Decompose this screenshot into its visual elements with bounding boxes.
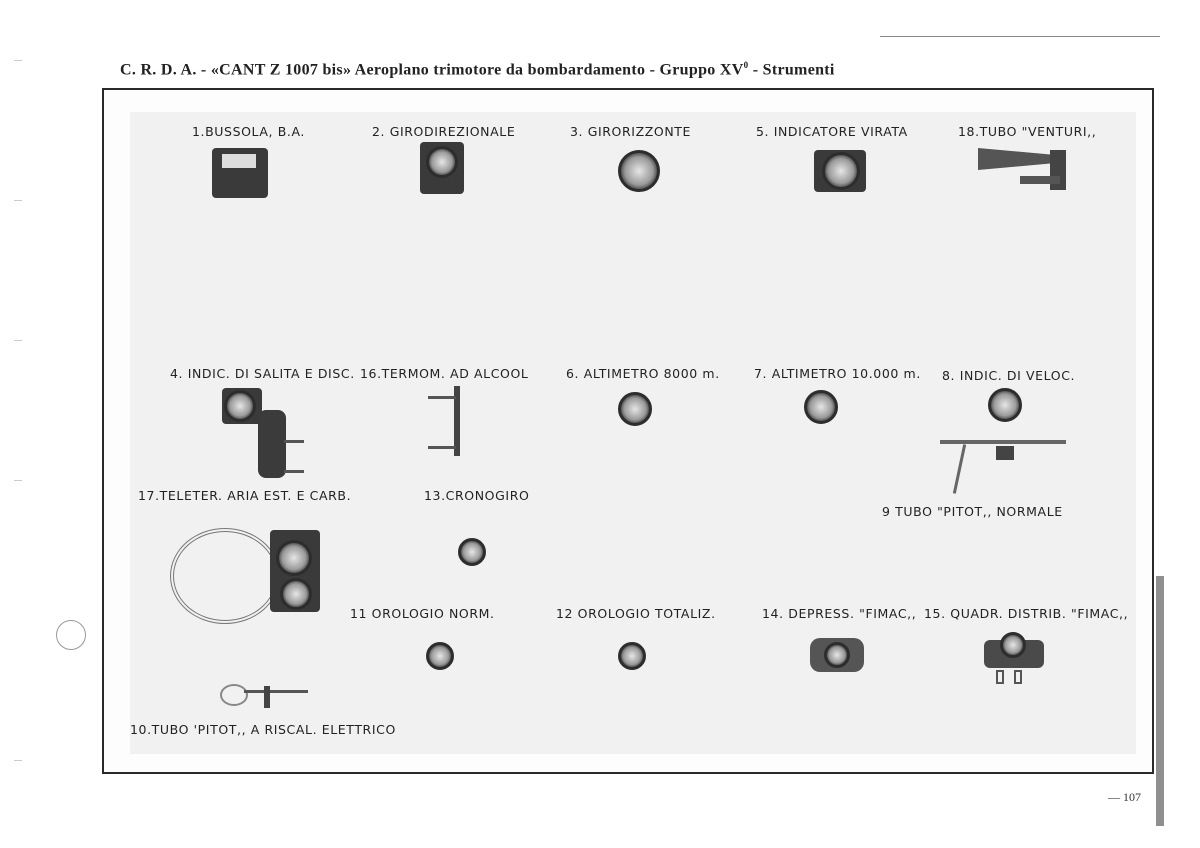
cronogiro-illustration bbox=[458, 538, 486, 566]
page-number: — 107 bbox=[1108, 790, 1141, 804]
scan-tick bbox=[14, 480, 22, 481]
caption-indic-veloc: 8. INDIC. DI VELOC. bbox=[942, 368, 1076, 383]
orologio-totaliz-illustration bbox=[618, 642, 646, 670]
scan-tick bbox=[14, 760, 22, 761]
header-title: C. R. D. A. - «CANT Z 1007 bis» Aeroplan… bbox=[120, 61, 744, 79]
caption-quadr-distrib: 15. QUADR. DISTRIB. "FIMAC,, bbox=[924, 606, 1129, 621]
caption-indic-salita: 4. INDIC. DI SALITA E DISC. bbox=[170, 366, 355, 381]
caption-depress-fimac: 14. DEPRESS. "FIMAC,, bbox=[762, 606, 917, 621]
caption-teleter: 17.TELETER. ARIA EST. E CARB. bbox=[138, 488, 352, 503]
scan-edge-shadow bbox=[1156, 576, 1164, 826]
caption-orologio-totaliz: 12 OROLOGIO TOTALIZ. bbox=[556, 606, 716, 621]
caption-tubo-venturi: 18.TUBO "VENTURI,, bbox=[958, 124, 1097, 139]
top-rule bbox=[880, 36, 1160, 37]
caption-termometro: 16.TERMOM. AD ALCOOL bbox=[360, 366, 529, 381]
caption-pitot-riscaldato: 10.TUBO 'PITOT,, A RISCAL. ELETTRICO bbox=[130, 722, 396, 737]
header-superscript: 0 bbox=[743, 60, 749, 70]
caption-orologio-norm: 11 OROLOGIO NORM. bbox=[350, 606, 495, 621]
caption-girodirezionale: 2. GIRODIREZIONALE bbox=[372, 124, 516, 139]
caption-altimetro-10000: 7. ALTIMETRO 10.000 m. bbox=[754, 366, 921, 381]
scan-tick bbox=[14, 340, 22, 341]
header-title-tail: - Strumenti bbox=[748, 61, 835, 79]
caption-indicatore-virata: 5. INDICATORE VIRATA bbox=[756, 124, 908, 139]
scan-tick bbox=[14, 60, 22, 61]
caption-altimetro-8000: 6. ALTIMETRO 8000 m. bbox=[566, 366, 720, 381]
artificial-horizon-illustration bbox=[618, 150, 660, 192]
altimeter-10000-illustration bbox=[804, 390, 838, 424]
binder-hole bbox=[56, 620, 86, 650]
orologio-norm-illustration bbox=[426, 642, 454, 670]
altimeter-8000-illustration bbox=[618, 392, 652, 426]
caption-cronogiro: 13.CRONOGIRO bbox=[424, 488, 530, 503]
caption-pitot-normale: 9 TUBO "PITOT,, NORMALE bbox=[882, 504, 1063, 519]
page-header: C. R. D. A. - «CANT Z 1007 bis» Aeroplan… bbox=[120, 60, 1020, 79]
scan-tick bbox=[14, 200, 22, 201]
caption-bussola: 1.BUSSOLA, B.A. bbox=[192, 124, 305, 139]
caption-girorizzonte: 3. GIRORIZZONTE bbox=[570, 124, 692, 139]
